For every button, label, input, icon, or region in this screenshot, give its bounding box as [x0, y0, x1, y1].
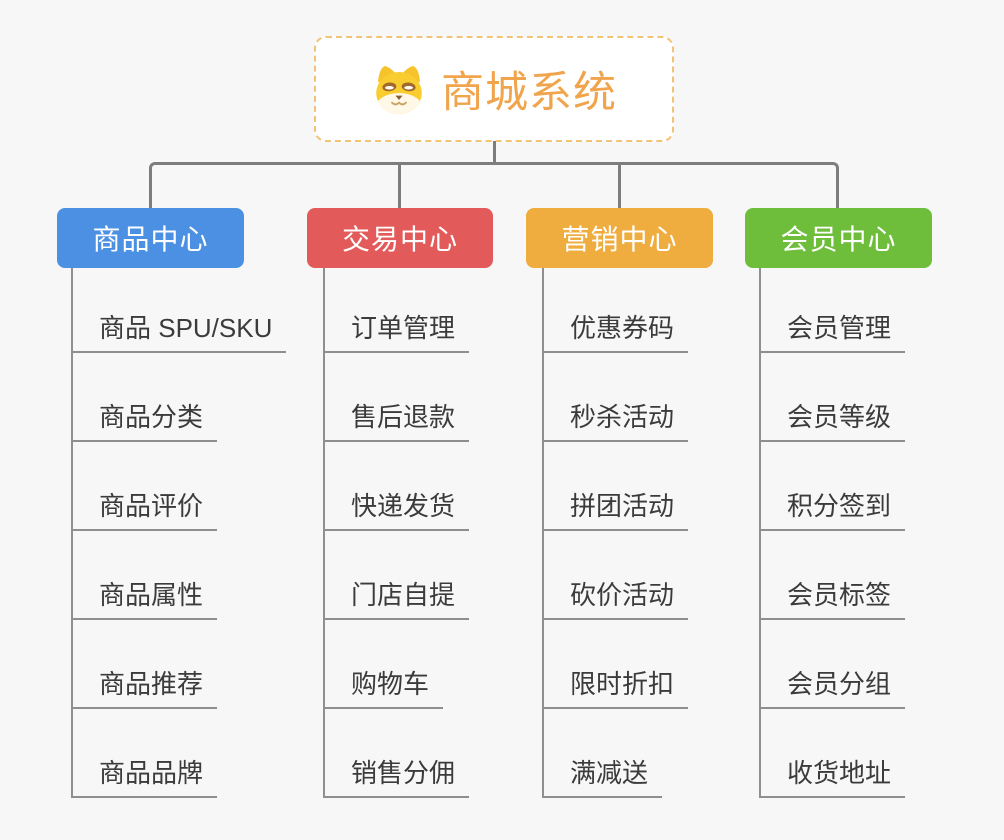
leaf-node[interactable]: 会员管理 — [759, 313, 906, 353]
leaf-node[interactable]: 商品属性 — [71, 580, 218, 620]
leaf-node[interactable]: 会员标签 — [759, 580, 906, 620]
leaf-node[interactable]: 门店自提 — [323, 580, 470, 620]
leaf-node[interactable]: 收货地址 — [759, 758, 906, 798]
leaf-node[interactable]: 会员分组 — [759, 669, 906, 709]
connector-root-stem — [493, 141, 496, 164]
leaf-slot: 秒杀活动 — [542, 353, 777, 442]
leaf-slot: 商品 SPU/SKU — [71, 268, 306, 353]
leaf-slot: 订单管理 — [323, 268, 558, 353]
leaf-node[interactable]: 商品品牌 — [71, 758, 218, 798]
leaf-slot: 积分签到 — [759, 442, 994, 531]
leaf-slot: 商品分类 — [71, 353, 306, 442]
leaf-slot: 会员管理 — [759, 268, 994, 353]
leaf-slot: 商品品牌 — [71, 709, 306, 798]
leaf-slot: 售后退款 — [323, 353, 558, 442]
branch-node-trade-center[interactable]: 交易中心 — [307, 208, 493, 268]
leaf-node[interactable]: 售后退款 — [323, 402, 470, 442]
shiba-dog-icon — [376, 65, 422, 114]
leaf-node[interactable]: 优惠券码 — [542, 313, 689, 353]
leaf-slot: 收货地址 — [759, 709, 994, 798]
leaf-slot: 购物车 — [323, 620, 558, 709]
branch-column-product: 商品 SPU/SKU 商品分类 商品评价 商品属性 商品推荐 商品品牌 — [71, 268, 306, 798]
branch-column-member: 会员管理 会员等级 积分签到 会员标签 会员分组 收货地址 — [759, 268, 994, 798]
leaf-slot: 优惠券码 — [542, 268, 777, 353]
leaf-slot: 会员等级 — [759, 353, 994, 442]
branch-node-marketing-center[interactable]: 营销中心 — [526, 208, 713, 268]
leaf-slot: 会员标签 — [759, 531, 994, 620]
leaf-node[interactable]: 商品 SPU/SKU — [71, 313, 287, 353]
leaf-slot: 满减送 — [542, 709, 777, 798]
leaf-node[interactable]: 商品分类 — [71, 402, 218, 442]
connector-drop-trade — [398, 164, 401, 208]
leaf-node[interactable]: 会员等级 — [759, 402, 906, 442]
leaf-slot: 限时折扣 — [542, 620, 777, 709]
leaf-slot: 商品属性 — [71, 531, 306, 620]
root-node-title: 商城系统 — [441, 69, 617, 117]
leaf-node[interactable]: 积分签到 — [759, 491, 906, 531]
leaf-node[interactable]: 订单管理 — [323, 313, 470, 353]
root-node-mall-system[interactable]: 商城系统 — [314, 36, 674, 142]
branch-column-trade: 订单管理 售后退款 快递发货 门店自提 购物车 销售分佣 — [323, 268, 558, 798]
connector-horizontal-frame — [149, 162, 839, 208]
leaf-node[interactable]: 销售分佣 — [323, 758, 470, 798]
branch-node-product-center[interactable]: 商品中心 — [57, 208, 244, 268]
leaf-slot: 会员分组 — [759, 620, 994, 709]
leaf-node[interactable]: 购物车 — [323, 669, 444, 709]
leaf-node[interactable]: 拼团活动 — [542, 491, 689, 531]
branch-node-member-center[interactable]: 会员中心 — [745, 208, 932, 268]
leaf-slot: 销售分佣 — [323, 709, 558, 798]
branch-column-marketing: 优惠券码 秒杀活动 拼团活动 砍价活动 限时折扣 满减送 — [542, 268, 777, 798]
leaf-node[interactable]: 砍价活动 — [542, 580, 689, 620]
leaf-slot: 门店自提 — [323, 531, 558, 620]
leaf-node[interactable]: 商品推荐 — [71, 669, 218, 709]
leaf-node[interactable]: 限时折扣 — [542, 669, 689, 709]
connector-drop-marketing — [618, 164, 621, 208]
leaf-slot: 快递发货 — [323, 442, 558, 531]
leaf-slot: 砍价活动 — [542, 531, 777, 620]
leaf-slot: 商品评价 — [71, 442, 306, 531]
leaf-slot: 拼团活动 — [542, 442, 777, 531]
leaf-node[interactable]: 秒杀活动 — [542, 402, 689, 442]
leaf-node[interactable]: 商品评价 — [71, 491, 218, 531]
leaf-node[interactable]: 快递发货 — [323, 491, 470, 531]
leaf-slot: 商品推荐 — [71, 620, 306, 709]
leaf-node[interactable]: 满减送 — [542, 758, 663, 798]
